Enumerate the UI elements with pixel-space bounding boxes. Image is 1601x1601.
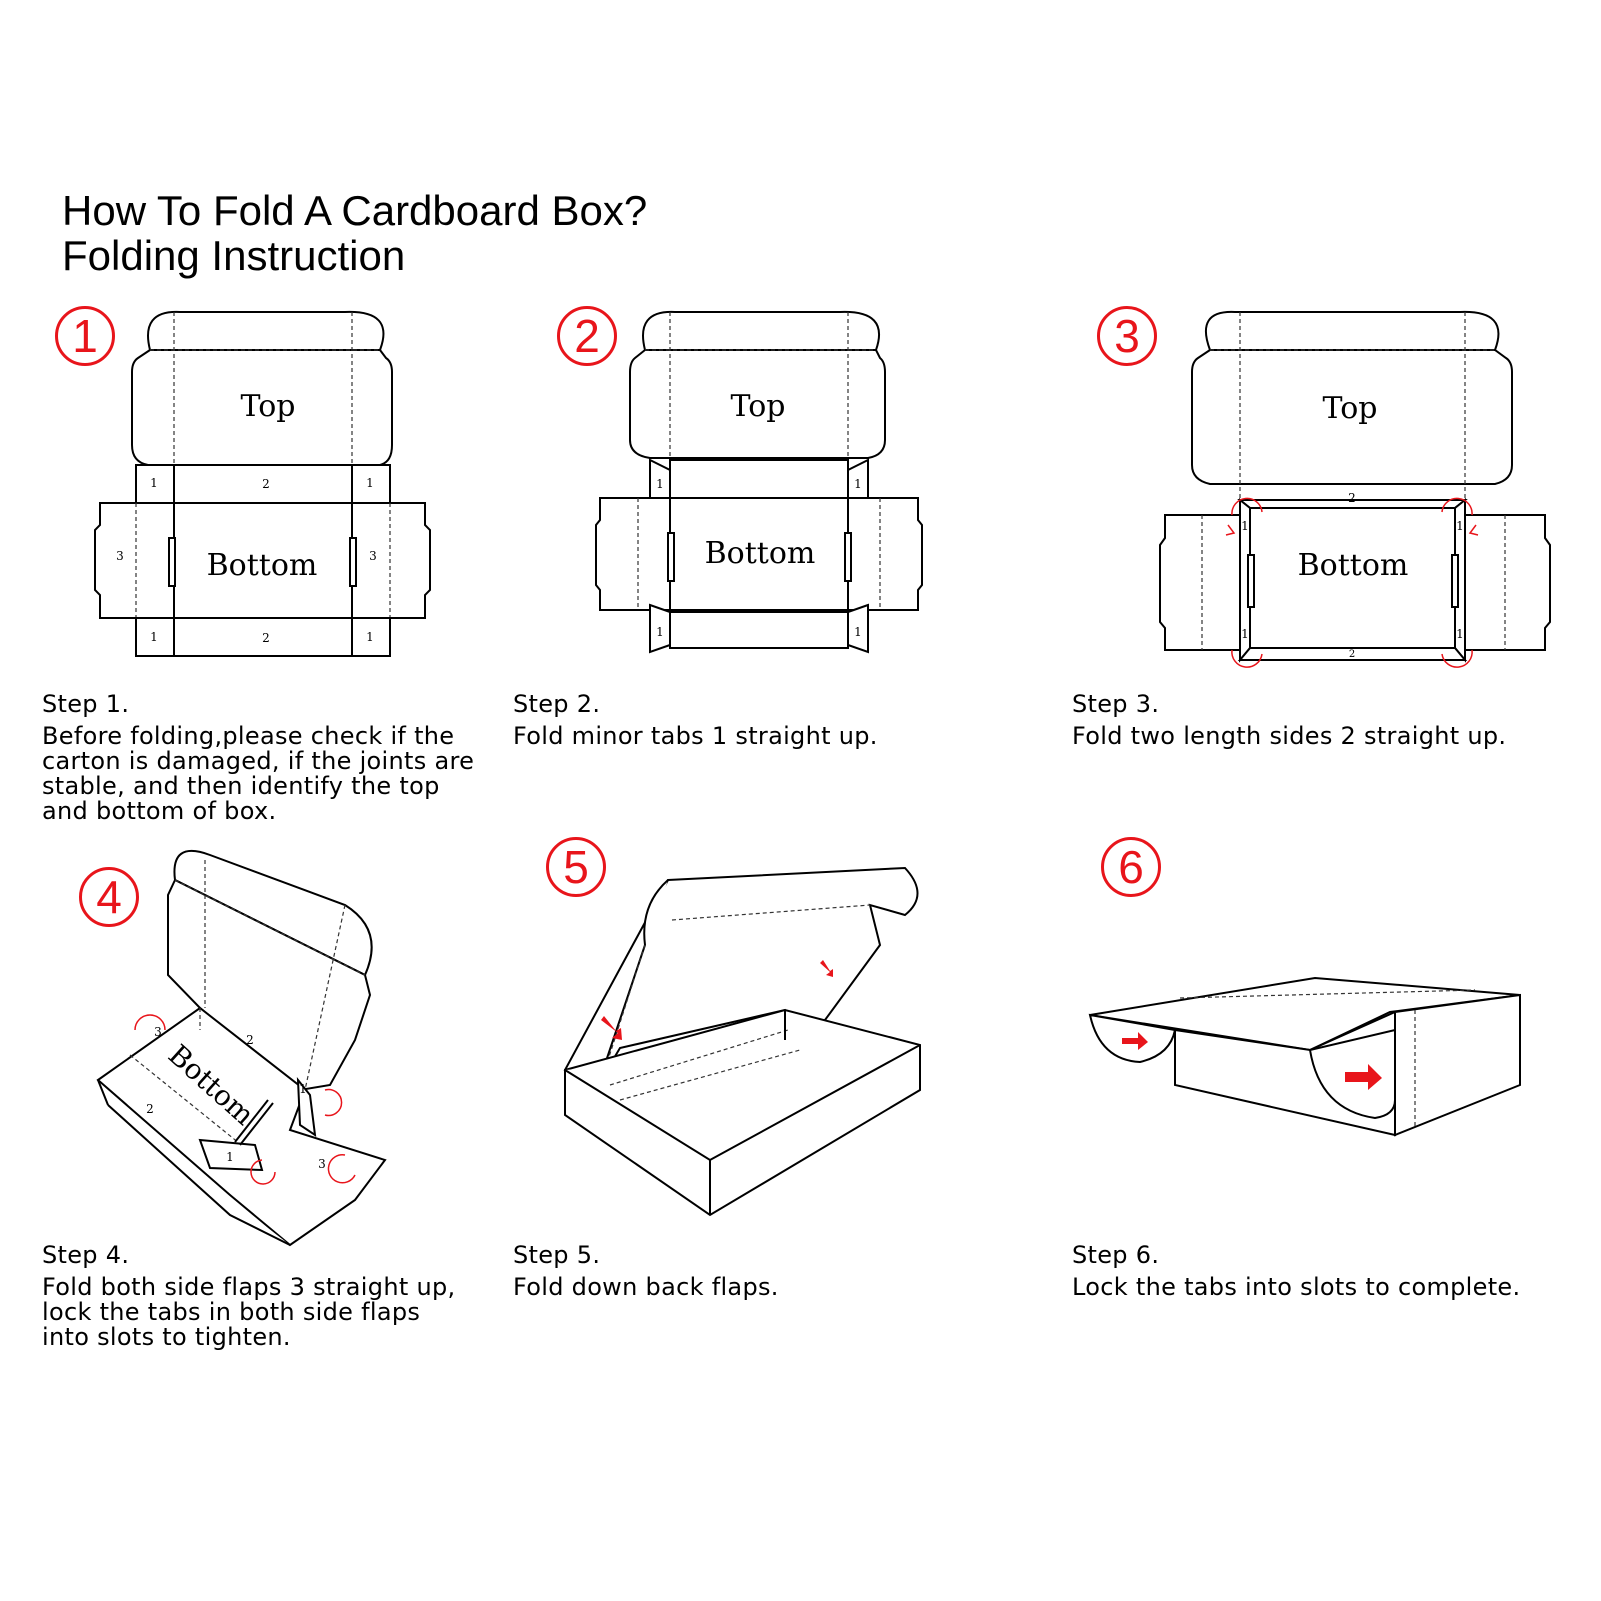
step-3-tab-label: 1 — [1456, 627, 1464, 641]
step-3-side-label: 2 — [1348, 491, 1356, 505]
step-3-top-label: Top — [1323, 391, 1378, 426]
page-title: How To Fold A Cardboard Box? Folding Ins… — [62, 188, 647, 278]
step-2-number-badge: 2 — [557, 306, 617, 366]
step-1-flap-label: 3 — [369, 549, 377, 563]
title-line-1: How To Fold A Cardboard Box? — [62, 187, 648, 234]
step-4-flap-label: 3 — [318, 1157, 326, 1171]
step-4-label: Step 4. — [42, 1241, 130, 1269]
step-5-number-badge: 5 — [546, 837, 606, 897]
step-6-label: Step 6. — [1072, 1241, 1160, 1269]
step-4-side-label: 2 — [146, 1102, 154, 1116]
step-2-tab-label: 1 — [854, 625, 862, 639]
step-5-instructions: Step 5. Fold down back flaps. — [513, 1243, 779, 1300]
step-3-label: Step 3. — [1072, 690, 1160, 718]
step-2-text: Fold minor tabs 1 straight up. — [513, 722, 878, 750]
step-1-tab-label: 1 — [366, 630, 374, 644]
step-3-number-badge: 3 — [1097, 306, 1157, 366]
title-line-2: Folding Instruction — [62, 232, 406, 279]
step-3-bottom-label: Bottom — [1298, 548, 1409, 583]
step-2-tab-label: 1 — [656, 477, 664, 491]
step-2-tab-label: 1 — [656, 625, 664, 639]
step-3-tab-label: 1 — [1456, 519, 1464, 533]
step-4-flap-label: 3 — [154, 1025, 162, 1039]
step-4-tab-label: 1 — [299, 1082, 307, 1096]
step-6-instructions: Step 6. Lock the tabs into slots to comp… — [1072, 1243, 1520, 1300]
step-3-tab-label: 1 — [1241, 627, 1249, 641]
step-3-side-label: 2 — [1349, 649, 1355, 660]
step-2-instructions: Step 2. Fold minor tabs 1 straight up. — [513, 692, 878, 749]
step-2-bottom-label: Bottom — [705, 536, 816, 571]
step-1-tab-label: 1 — [150, 630, 158, 644]
step-3-tab-label: 1 — [1241, 519, 1249, 533]
step-4-number-badge: 4 — [79, 867, 139, 927]
step-2-label: Step 2. — [513, 690, 601, 718]
step-1-tab-label: 1 — [150, 476, 158, 490]
step-1-bottom-label: Bottom — [207, 548, 318, 583]
step-4-instructions: Step 4. Fold both side flaps 3 straight … — [42, 1243, 455, 1350]
step-1-instructions: Step 1. Before folding,please check if t… — [42, 692, 474, 824]
step-1-tab-label: 1 — [366, 476, 374, 490]
step-5-label: Step 5. — [513, 1241, 601, 1269]
step-2-tab-label: 1 — [854, 477, 862, 491]
step-3-text: Fold two length sides 2 straight up. — [1072, 722, 1507, 750]
step-5-text: Fold down back flaps. — [513, 1273, 779, 1301]
step-4-side-label: 2 — [246, 1033, 254, 1047]
step-1-side-label: 2 — [262, 477, 270, 491]
step-1-label: Step 1. — [42, 690, 130, 718]
step-1-number-badge: 1 — [55, 306, 115, 366]
step-1-top-label: Top — [241, 389, 296, 424]
step-3-instructions: Step 3. Fold two length sides 2 straight… — [1072, 692, 1506, 749]
step-1-flap-label: 3 — [116, 549, 124, 563]
step-4-text: Fold both side flaps 3 straight up, lock… — [42, 1273, 456, 1351]
step-6-number-badge: 6 — [1101, 837, 1161, 897]
step-1-side-label: 2 — [262, 631, 270, 645]
step-6-text: Lock the tabs into slots to complete. — [1072, 1273, 1521, 1301]
step-4-tab-label: 1 — [226, 1150, 234, 1164]
step-2-top-label: Top — [731, 389, 786, 424]
step-1-text: Before folding,please check if the carto… — [42, 722, 475, 825]
